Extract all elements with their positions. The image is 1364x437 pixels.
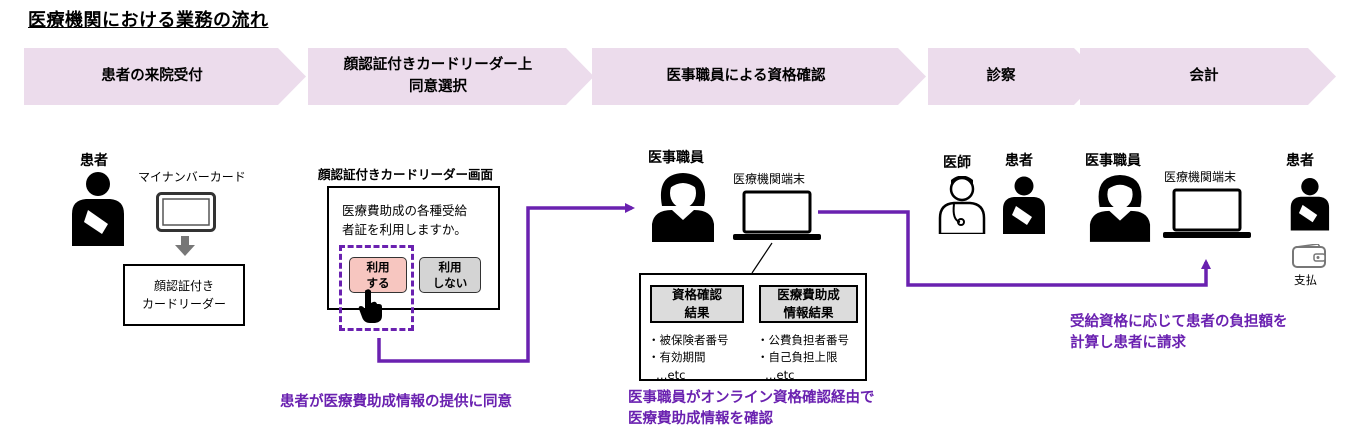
patient-label: 患者 <box>80 153 108 169</box>
tablet-card-icon <box>156 192 216 232</box>
stage-label: 診察 <box>986 67 1016 84</box>
doctor-label: 医師 <box>943 155 971 171</box>
list-item: ・有効期間 <box>648 350 706 365</box>
payment-label: 支払 <box>1294 273 1317 287</box>
terminal-label-1: 医療機関端末 <box>733 172 806 186</box>
stage-banner-consent: 顔認証付きカードリーダー上 同意選択 <box>308 48 596 105</box>
clerk-icon <box>652 173 714 242</box>
patient-icon <box>1290 177 1330 231</box>
stage-arrow-shape <box>928 48 1102 105</box>
terminal-callout-line <box>751 242 773 274</box>
stage-label: 顔認証付きカードリーダー上 同意選択 <box>343 57 533 95</box>
stage-banner-payment: 会計 <box>1080 48 1338 105</box>
list-item: …etc <box>656 367 686 382</box>
reader-screen-title: 顔認証付きカードリーダー画面 <box>318 167 494 182</box>
laptop-icon <box>1163 188 1251 238</box>
selection-highlight <box>339 245 414 331</box>
eligibility-result-box: 資格確認 結果 <box>650 285 744 323</box>
use-button[interactable]: 利用 する <box>349 257 407 293</box>
stage-banner-eligibility: 医事職員による資格確認 <box>592 48 928 105</box>
patient-icon <box>1003 176 1045 234</box>
my-number-card-label: マイナンバーカード <box>138 170 246 184</box>
subsidy-result-box: 医療費助成 情報結果 <box>759 285 858 323</box>
confirmation-note: 医事職員がオンライン資格確認経由で 医療費助成情報を確認 <box>628 390 875 428</box>
terminal-to-billing-arrow <box>818 210 1211 287</box>
list-item: …etc <box>765 367 795 382</box>
stage-arrow-shape <box>1080 48 1336 105</box>
stage-banner-examination: 診察 <box>928 48 1104 105</box>
eligibility-items: ・被保険者番号 ・有効期間 …etc <box>648 332 729 384</box>
face-card-reader-box: 顔認証付き カードリーダー <box>123 264 245 326</box>
stage-label: 医事職員による資格確認 <box>666 67 826 84</box>
consent-question: 医療費助成の各種受給 者証を利用しますか。 <box>342 203 468 237</box>
billing-note: 受給資格に応じて患者の負担額を 計算し患者に請求 <box>1070 314 1288 352</box>
list-item: ・自己負担上限 <box>757 350 838 365</box>
down-arrow-icon <box>175 236 195 256</box>
subsidy-items: ・公費負担者番号 ・自己負担上限 …etc <box>757 332 849 384</box>
page-title: 医療機関における業務の流れ <box>28 10 269 31</box>
laptop-icon <box>733 190 821 240</box>
terminal-label-2: 医療機関端末 <box>1164 170 1237 184</box>
stage-label: 患者の来院受付 <box>101 67 203 84</box>
clerk-icon <box>1089 175 1151 242</box>
stage-arrow-shape <box>592 48 926 105</box>
stage-banner-reception: 患者の来院受付 <box>24 48 308 105</box>
wallet-icon <box>1292 244 1326 268</box>
patient-label: 患者 <box>1286 153 1314 169</box>
clerk-label: 医事職員 <box>1085 153 1141 169</box>
consent-note: 患者が医療費助成情報の提供に同意 <box>280 394 512 410</box>
no-use-button[interactable]: 利用 しない <box>419 257 481 293</box>
doctor-icon <box>938 176 986 234</box>
stage-label: 会計 <box>1189 67 1219 84</box>
patient-icon <box>72 172 124 246</box>
patient-label: 患者 <box>1005 153 1033 169</box>
list-item: ・被保険者番号 <box>648 333 729 347</box>
clerk-label: 医事職員 <box>648 150 704 166</box>
stage-arrow-shape <box>24 48 306 105</box>
consent-to-staff-arrow <box>377 203 635 363</box>
pointing-hand-icon <box>358 289 382 323</box>
stage-arrow-shape <box>308 48 594 105</box>
list-item: ・公費負担者番号 <box>757 333 849 347</box>
